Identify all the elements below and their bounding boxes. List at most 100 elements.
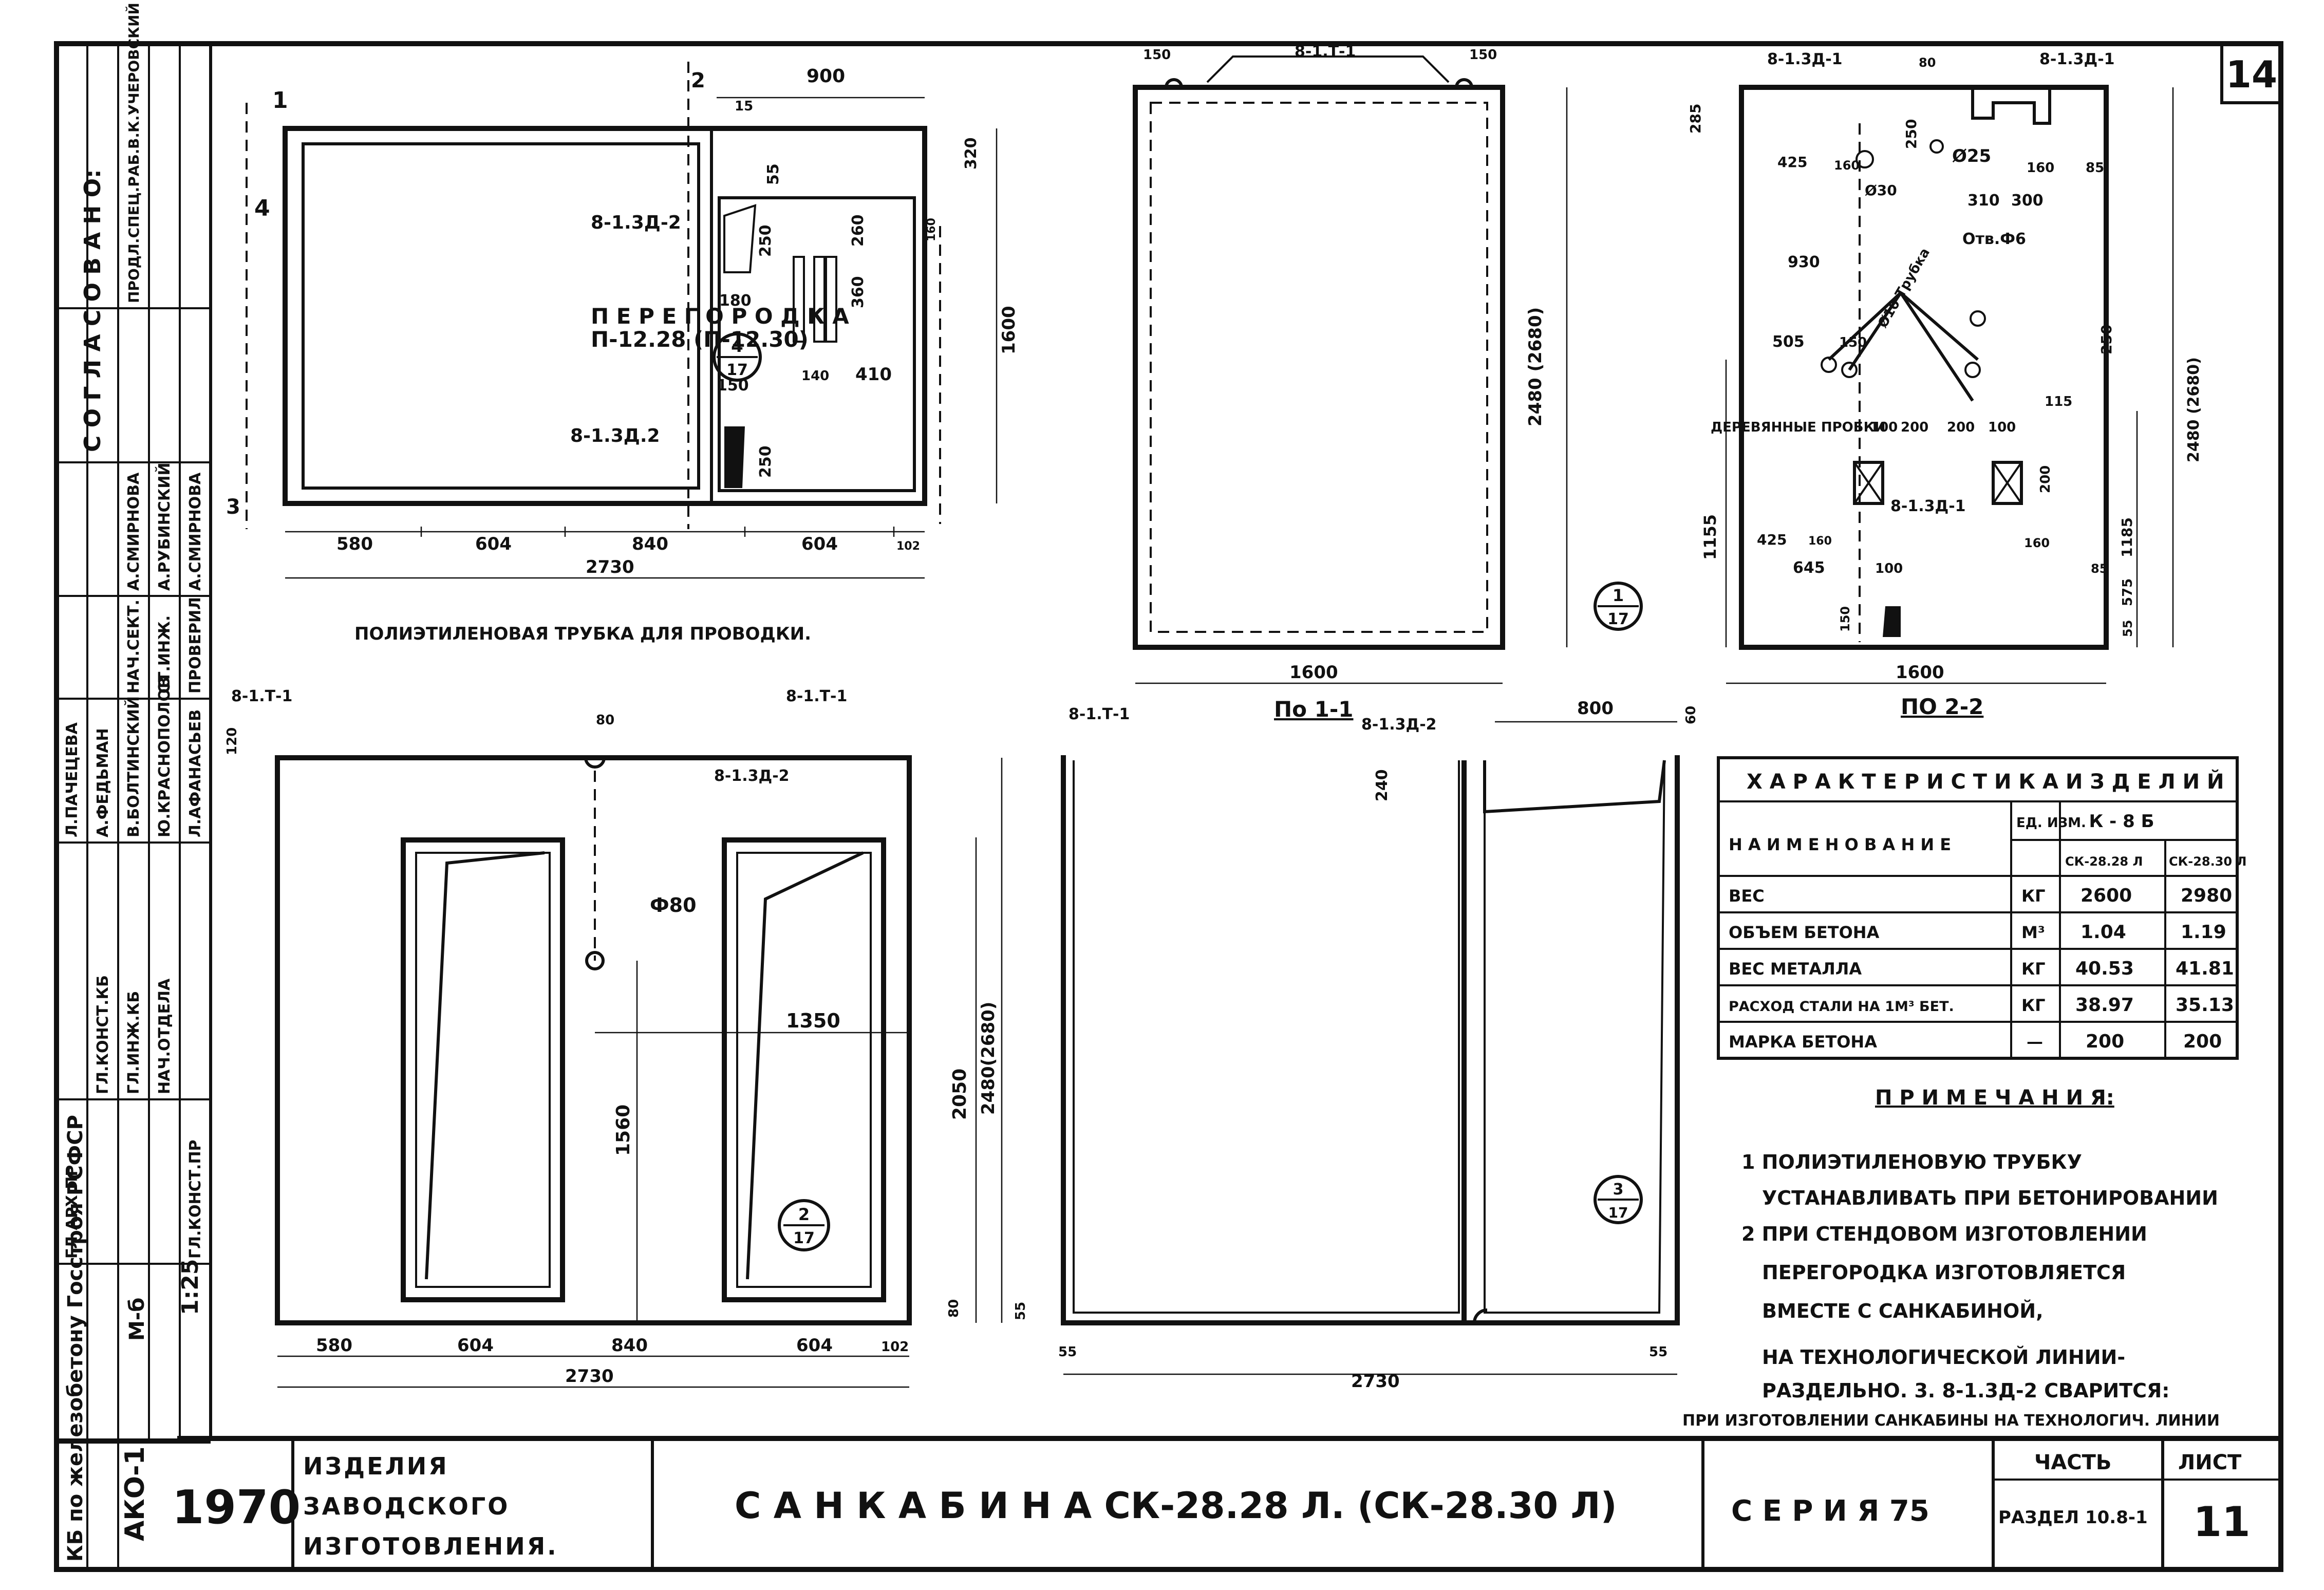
approval-strip: С О Г Л А С О В А Н О: ГЛ.ИНЖ.КБ В.БОЛТИ…	[57, 3, 212, 1569]
s22-dim-285: 285	[1687, 104, 1704, 134]
notes-line-5: ВМЕСТЕ С САНКАБИНОЙ,	[1762, 1300, 2044, 1322]
s22-title: ПО 2-2	[1901, 694, 1983, 719]
elev-dim-604b: 604	[796, 1335, 833, 1356]
char-row-3-v2: 41.81	[2176, 958, 2234, 979]
elev-ref-number: 2	[798, 1205, 810, 1224]
char-title: Х А Р А К Т Е Р И С Т И К А И З Д Е Л И …	[1747, 769, 2224, 794]
approval-name-6: А.СМИРНОВА	[125, 472, 143, 591]
notes: П Р И М Е Ч А Н И Я: 1 ПОЛИЭТИЛЕНОВУЮ ТР…	[1682, 1086, 2220, 1430]
char-row-5-v2: 200	[2183, 1031, 2222, 1052]
s33-dim-2730: 2730	[1351, 1371, 1400, 1392]
s22-dim-height: 2480 (2680)	[2185, 357, 2203, 462]
s11-title: По 1-1	[1274, 697, 1354, 722]
s22-dim-250: 250	[1903, 119, 1920, 149]
s22-dim-425b: 425	[1757, 531, 1787, 548]
approval-role-9: ПРОДЛ.СПЕЦ.РАБ.	[125, 149, 142, 303]
notes-line-3: 2 ПРИ СТЕНДОВОМ ИЗГОТОВЛЕНИИ	[1741, 1223, 2147, 1245]
title-series: С Е Р И Я 75	[1731, 1494, 1929, 1528]
elev-dim-55: 55	[1013, 1302, 1028, 1320]
plan-dim-900: 900	[807, 66, 845, 87]
title-section: РАЗДЕЛ 10.8-1	[1998, 1507, 2148, 1528]
plan-dim-55: 55	[764, 163, 782, 185]
s22-label-tube: Ø10 Трубка	[1875, 246, 1933, 331]
s22-dim-85: 85	[2086, 160, 2104, 176]
s11-right-label: 150	[1469, 47, 1497, 63]
approval-scale-label: М-б	[125, 1298, 149, 1341]
char-row-2-v1: 1.04	[2081, 922, 2126, 943]
plan-part-b: 8-1.3Д.2	[570, 425, 660, 446]
plan-dim-260: 260	[849, 214, 867, 247]
s22-dim-100b: 100	[1988, 420, 2016, 435]
approval-role-3: НАЧ.ОТДЕЛА	[156, 978, 174, 1094]
elev-dim-2050: 2050	[949, 1069, 970, 1120]
s22-ref-sheet: 17	[1607, 610, 1629, 628]
plan-dim-1600: 1600	[999, 306, 1019, 354]
elev-phi80: Ф80	[650, 894, 697, 916]
approval-role-5: ГЛ.АРХ.ПР.	[63, 1159, 81, 1259]
plan-dim-580: 580	[336, 534, 373, 554]
notes-line-6: НА ТЕХНОЛОГИЧЕСКОЙ ЛИНИИ-	[1762, 1346, 2125, 1369]
s22-dim-160c: 160	[1808, 535, 1832, 548]
s33-zd: 8-1.3Д-2	[1361, 716, 1437, 734]
char-row-5-v1: 200	[2086, 1031, 2124, 1052]
section-2-2: 8-1.3Д-1 8-1.3Д-1 8-1.3Д-1 ДЕРЕВЯННЫЕ ПР…	[1594, 50, 2203, 719]
s22-dim-250b: 250	[2098, 325, 2115, 354]
s22-dim-575: 575	[2120, 578, 2135, 606]
approval-name-2: А.ФЕДЬМАН	[94, 728, 112, 837]
s22-label-d6: Отв.Ф6	[1962, 230, 2026, 248]
char-row-4-v1: 38.97	[2075, 995, 2134, 1016]
elev-ref-sheet: 17	[793, 1229, 815, 1247]
approval-role-4: ГЛ.КОНСТ.ПР	[186, 1139, 204, 1259]
s11-left-label: 150	[1143, 47, 1171, 63]
plan-dim-150: 150	[717, 377, 749, 395]
section-1-1: 8-1.Т-1 150 150 2480 (2680) 1600 По 1-1	[1133, 43, 1568, 722]
s22-dim-425: 425	[1777, 154, 1807, 171]
s33-t1: 8-1.Т-1	[1069, 705, 1130, 723]
s22-dim-300: 300	[2011, 192, 2044, 210]
plan-dim-250: 250	[757, 225, 775, 257]
plan-part-a: 8-1.3Д-2	[591, 212, 681, 233]
elev-dim-80: 80	[596, 713, 614, 728]
elev-dim-2480: 2480(2680)	[978, 1002, 999, 1115]
approval-code: АКО-1	[120, 1446, 151, 1541]
char-row-2-unit: М³	[2021, 923, 2045, 942]
char-row-1-v2: 2980	[2181, 885, 2232, 906]
plan-dim-15: 15	[735, 99, 753, 114]
approval-name-9: В.К.УЧЕРОВСКИЙ	[125, 3, 142, 149]
approval-role-2: ГЛ.КОНСТ.КБ	[94, 975, 112, 1094]
s22-dim-55: 55	[2121, 620, 2135, 637]
char-row-1-unit: КГ	[2021, 886, 2046, 906]
s22-dim-200: 200	[1901, 420, 1928, 435]
s22-dim-160d: 160	[2024, 536, 2050, 550]
title-sheet-label: ЛИСТ	[2178, 1451, 2242, 1474]
plan-dim-410: 410	[855, 364, 892, 385]
s22-dim-930: 930	[1788, 253, 1820, 271]
plan-partition-mark: П-12.28 (П-12.30)	[591, 327, 809, 352]
elev-dim-102: 102	[881, 1339, 909, 1355]
s22-ref-number: 1	[1613, 586, 1624, 605]
approval-name-5: Л.ПАЧЕЦЕВА	[63, 722, 81, 837]
s11-top-label: 8-1.Т-1	[1295, 43, 1356, 61]
char-header-col2: СК-28.30 Л	[2169, 854, 2246, 869]
s22-dim-1185: 1185	[2119, 517, 2135, 557]
approval-role-7: СТ.ИНЖ.	[156, 615, 174, 694]
approval-name-3: Ю.КРАСНОПОЛОВ	[156, 677, 174, 837]
s33-dim-800: 800	[1577, 698, 1614, 719]
plan-section-mark-4: 4	[254, 195, 270, 221]
plan-section-mark-3: 3	[226, 495, 240, 519]
plan-dim-604b: 604	[801, 534, 838, 554]
s22-dim-160b: 160	[2027, 160, 2054, 176]
char-row-3-v1: 40.53	[2075, 958, 2134, 979]
notes-line-7: РАЗДЕЛЬНО. 3. 8-1.3Д-2 СВАРИТСЯ:	[1762, 1379, 2169, 1402]
s22-dim-200b: 200	[1947, 420, 1975, 435]
title-block: 1970 ИЗДЕЛИЯ ЗАВОДСКОГО ИЗГОТОВЛЕНИЯ. С …	[172, 1436, 2281, 1569]
s22-label-d25: Ø25	[1952, 146, 1991, 166]
elev-t1: 8-1.Т-1	[231, 687, 292, 705]
approval-role-8: ПРОВЕРИЛ	[186, 597, 204, 694]
char-header-name: Н А И М Е Н О В А Н И Е	[1729, 835, 1951, 854]
s22-label-a: 8-1.3Д-1	[1767, 50, 1843, 68]
elev-dim-1350: 1350	[786, 1009, 840, 1032]
approval-name-8: А.СМИРНОВА	[186, 472, 204, 591]
plan-dim-360: 360	[849, 276, 867, 308]
